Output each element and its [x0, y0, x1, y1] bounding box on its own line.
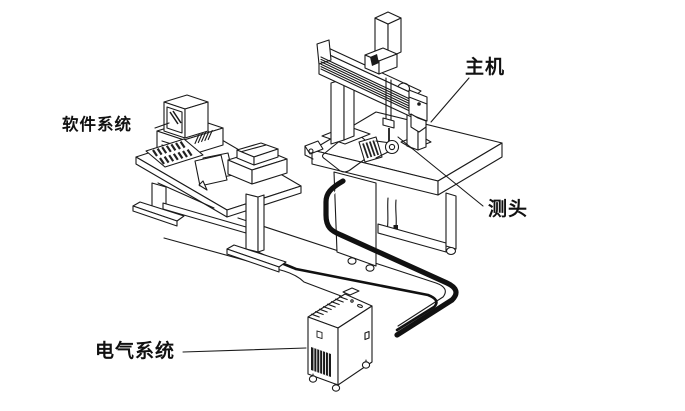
annotations: 软件系统 主机 测头 电气系统: [62, 56, 528, 362]
crt-monitor: [163, 94, 209, 139]
electrical-system-leader: [182, 347, 307, 353]
machine-stand: [333, 171, 457, 272]
probe-head: [382, 117, 395, 129]
computer-desk-workstation: [132, 94, 302, 273]
beam-end-block: [408, 89, 428, 133]
beam-scale-stripes: [320, 56, 415, 114]
electrical-system-label: 电气系统: [95, 339, 175, 362]
keyboard: [145, 138, 204, 168]
printer: [227, 142, 288, 185]
software-system-leader: [154, 122, 170, 129]
floor-line-a: [237, 217, 446, 327]
cmm-host-machine: [304, 11, 503, 272]
note-pad: [194, 152, 234, 191]
machine-cable-strand: [331, 183, 347, 201]
bridge-left-pillar: [321, 75, 371, 145]
cabinet-grille: [311, 347, 331, 377]
beam-carriage: [364, 47, 398, 75]
host-leader: [430, 77, 470, 123]
probe-label: 测头: [488, 198, 528, 220]
cabinet-top-notch: [342, 287, 360, 296]
x-axis-beam: [316, 39, 428, 133]
machine-cable: [323, 178, 459, 338]
cabinet-casters: [308, 359, 371, 392]
z-axis-column: [374, 11, 402, 59]
floor-line-b: [163, 237, 342, 297]
software-system-label: 软件系统: [62, 114, 132, 134]
host-label: 主机: [465, 56, 505, 78]
electrical-control-cabinet: [307, 287, 373, 392]
workpiece: [358, 136, 400, 163]
probe-leader: [397, 136, 484, 207]
cabinet-top-vents: [310, 296, 348, 318]
